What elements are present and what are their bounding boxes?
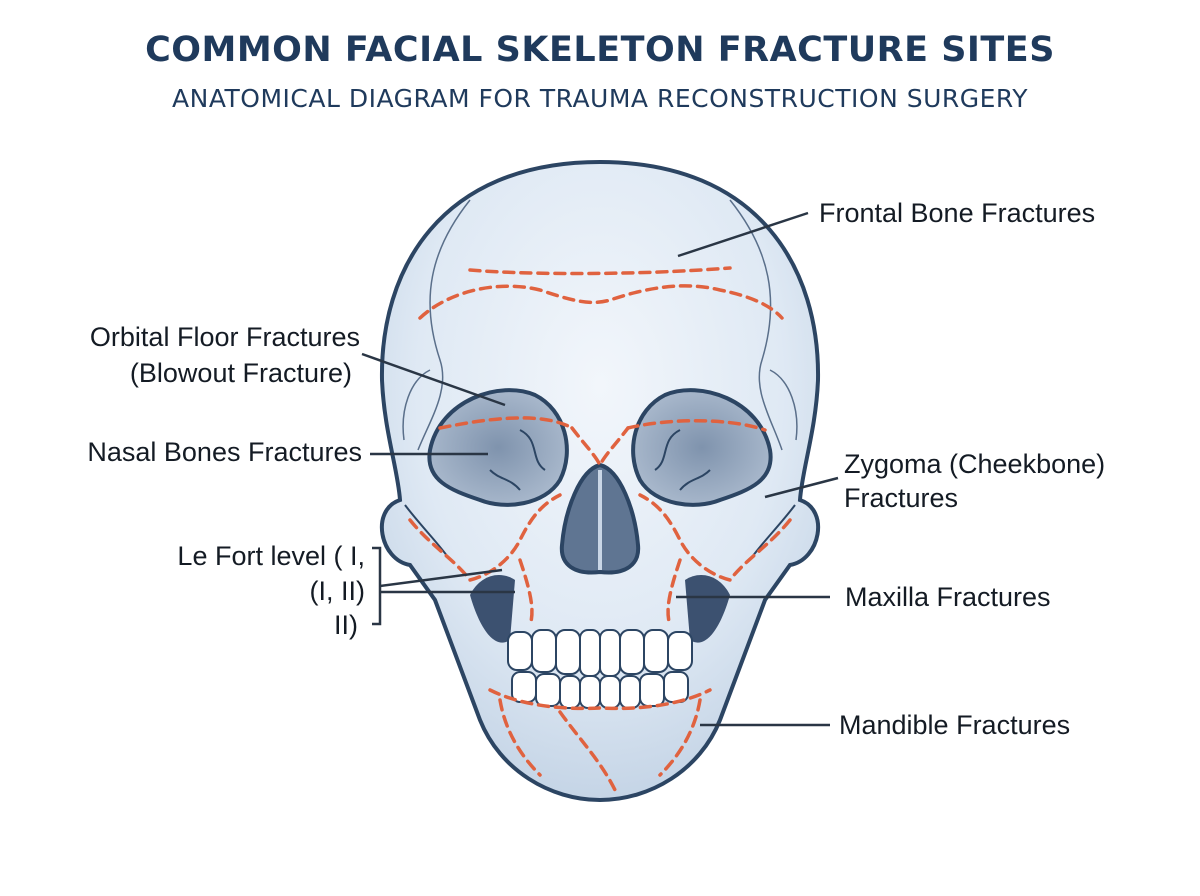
lefort-leader-upper bbox=[379, 568, 503, 588]
maxilla-label: Maxilla Fractures bbox=[845, 582, 1051, 612]
frontal-bone-label: Frontal Bone Fractures bbox=[819, 198, 1096, 228]
temporal-suture-right bbox=[729, 199, 783, 451]
sphenoid-right bbox=[769, 369, 798, 441]
orbital-floor-label-line2: (Blowout Fracture) bbox=[129, 358, 352, 388]
fracture-lines bbox=[408, 266, 792, 792]
le-fort-label-line1: Le Fort level ( I, bbox=[177, 541, 365, 571]
mandible-chin-fracture-line bbox=[558, 710, 617, 792]
mandible-left-fracture-line bbox=[498, 698, 542, 777]
right-orbital-fracture-line bbox=[626, 419, 767, 432]
nasal-bones-label: Nasal Bones Fractures bbox=[87, 437, 362, 467]
frontal-fracture-line bbox=[418, 284, 784, 320]
zygoma-label-line1: Zygoma (Cheekbone) bbox=[844, 449, 1106, 479]
frontal-leader-line bbox=[677, 211, 809, 258]
le-fort-label-line3: II) bbox=[334, 610, 358, 640]
temporal-suture-left bbox=[417, 199, 471, 451]
left-orbit-fissure bbox=[489, 429, 546, 491]
diagram-title: COMMON FACIAL SKELETON FRACTURE SITES bbox=[145, 30, 1055, 70]
orbital-leader-line bbox=[361, 352, 506, 407]
upper-teeth bbox=[507, 629, 693, 677]
sphenoid-left bbox=[402, 369, 431, 441]
le-fort-label-line2: (I, II) bbox=[309, 576, 366, 606]
mandible-label: Mandible Fractures bbox=[839, 710, 1071, 740]
maxilla-left-fracture-line bbox=[518, 558, 534, 627]
diagram-subtitle: ANATOMICAL DIAGRAM FOR TRAUMA RECONSTRUC… bbox=[172, 84, 1028, 113]
lefort-left-fracture-line bbox=[408, 493, 562, 582]
frontal-upper-fracture-line bbox=[468, 266, 732, 276]
mandible-right-fracture-line bbox=[658, 698, 702, 777]
lefort-right-fracture-line bbox=[638, 493, 792, 582]
leader-lines bbox=[361, 211, 839, 727]
right-buccal-recess bbox=[685, 575, 730, 643]
zygoma-leader-line bbox=[764, 476, 839, 499]
maxilla-right-fracture-line bbox=[666, 558, 682, 627]
zygoma-label-line2: Fractures bbox=[844, 483, 959, 513]
orbital-floor-label-line1: Orbital Floor Fractures bbox=[89, 322, 360, 352]
orbital-floor-fracture-line bbox=[438, 416, 574, 430]
nasal-fracture-line bbox=[570, 426, 630, 469]
right-orbit-fissure bbox=[654, 429, 711, 491]
lefort-bracket bbox=[372, 546, 382, 626]
right-orbit bbox=[631, 388, 773, 507]
mandible-upper-fracture-line bbox=[488, 688, 712, 711]
